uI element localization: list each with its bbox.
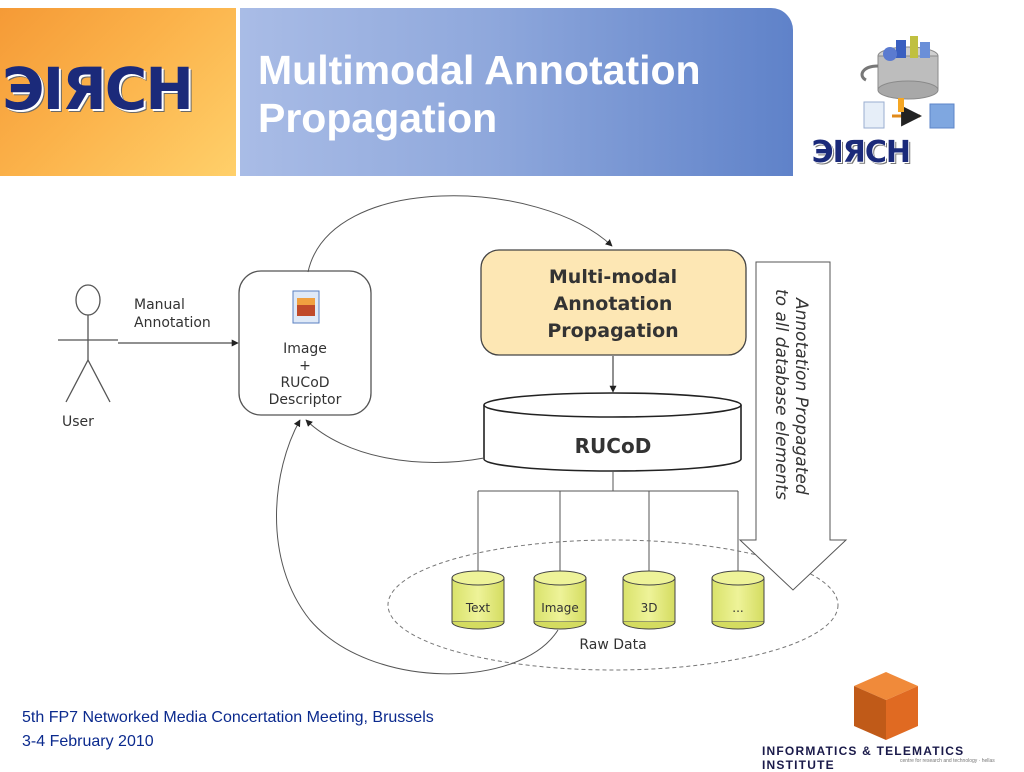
user-label: User [62, 414, 94, 430]
project-logo: ЭIЯCH [2, 55, 194, 123]
raw-data-3d-icon [622, 570, 676, 630]
image-descriptor-box [238, 270, 372, 416]
propagation-line-3: Propagation [547, 320, 678, 342]
arrow-label-line-2: to all database elements [771, 289, 791, 500]
database-tree-connectors [477, 471, 739, 575]
footer-event: 5th FP7 Networked Media Concertation Mee… [22, 706, 434, 754]
raw-item-text: Text [465, 601, 491, 615]
slide-title: Multimodal Annotation Propagation [258, 46, 701, 142]
manual-annotation-label-1: Manual [134, 297, 185, 313]
footer-line-2: 3-4 February 2010 [22, 733, 154, 750]
raw-data-label: Raw Data [579, 637, 646, 653]
iti-cube-icon [854, 672, 918, 740]
rucod-database-label: RUCoD [575, 434, 652, 458]
image-file-icon [292, 290, 320, 324]
raw-data-text-icon [451, 570, 505, 630]
database-to-descriptor-arrow [305, 419, 485, 463]
image-box-line-1: Image [283, 341, 327, 357]
rucod-database-icon [483, 392, 742, 472]
institute-subtitle: centre for research and technology · hel… [900, 758, 995, 764]
propagation-box [480, 249, 747, 356]
brand-logo: ЭIЯCH [811, 135, 911, 170]
descriptor-to-propagation-arrow [307, 195, 613, 273]
machine-logo-icon [860, 36, 955, 129]
propagation-down-arrow-icon [738, 261, 848, 591]
header-logo-panel: ЭIЯCH [0, 8, 236, 176]
raw-item-more: ... [732, 601, 743, 615]
raw-item-image: Image [541, 601, 579, 615]
image-box-line-3: RUCoD [280, 375, 329, 391]
manual-annotation-label-2: Annotation [134, 315, 211, 331]
propagation-line-2: Annotation [554, 293, 673, 315]
raw-data-image-icon [533, 570, 587, 630]
title-line-2: Propagation [258, 95, 498, 141]
raw-image-to-descriptor-arrow [276, 419, 559, 675]
footer-line-1: 5th FP7 Networked Media Concertation Mee… [22, 709, 434, 726]
title-line-1: Multimodal Annotation [258, 47, 701, 93]
propagation-line-1: Multi-modal [549, 266, 677, 288]
image-box-line-2: + [299, 358, 311, 374]
arrow-label-line-1: Annotation Propagated [791, 297, 811, 495]
image-box-line-4: Descriptor [269, 392, 342, 408]
raw-data-group [387, 539, 839, 671]
raw-item-3d: 3D [641, 601, 658, 615]
raw-data-more-icon [711, 570, 765, 630]
title-banner: Multimodal Annotation Propagation [240, 8, 793, 176]
user-figure-icon [58, 284, 118, 403]
